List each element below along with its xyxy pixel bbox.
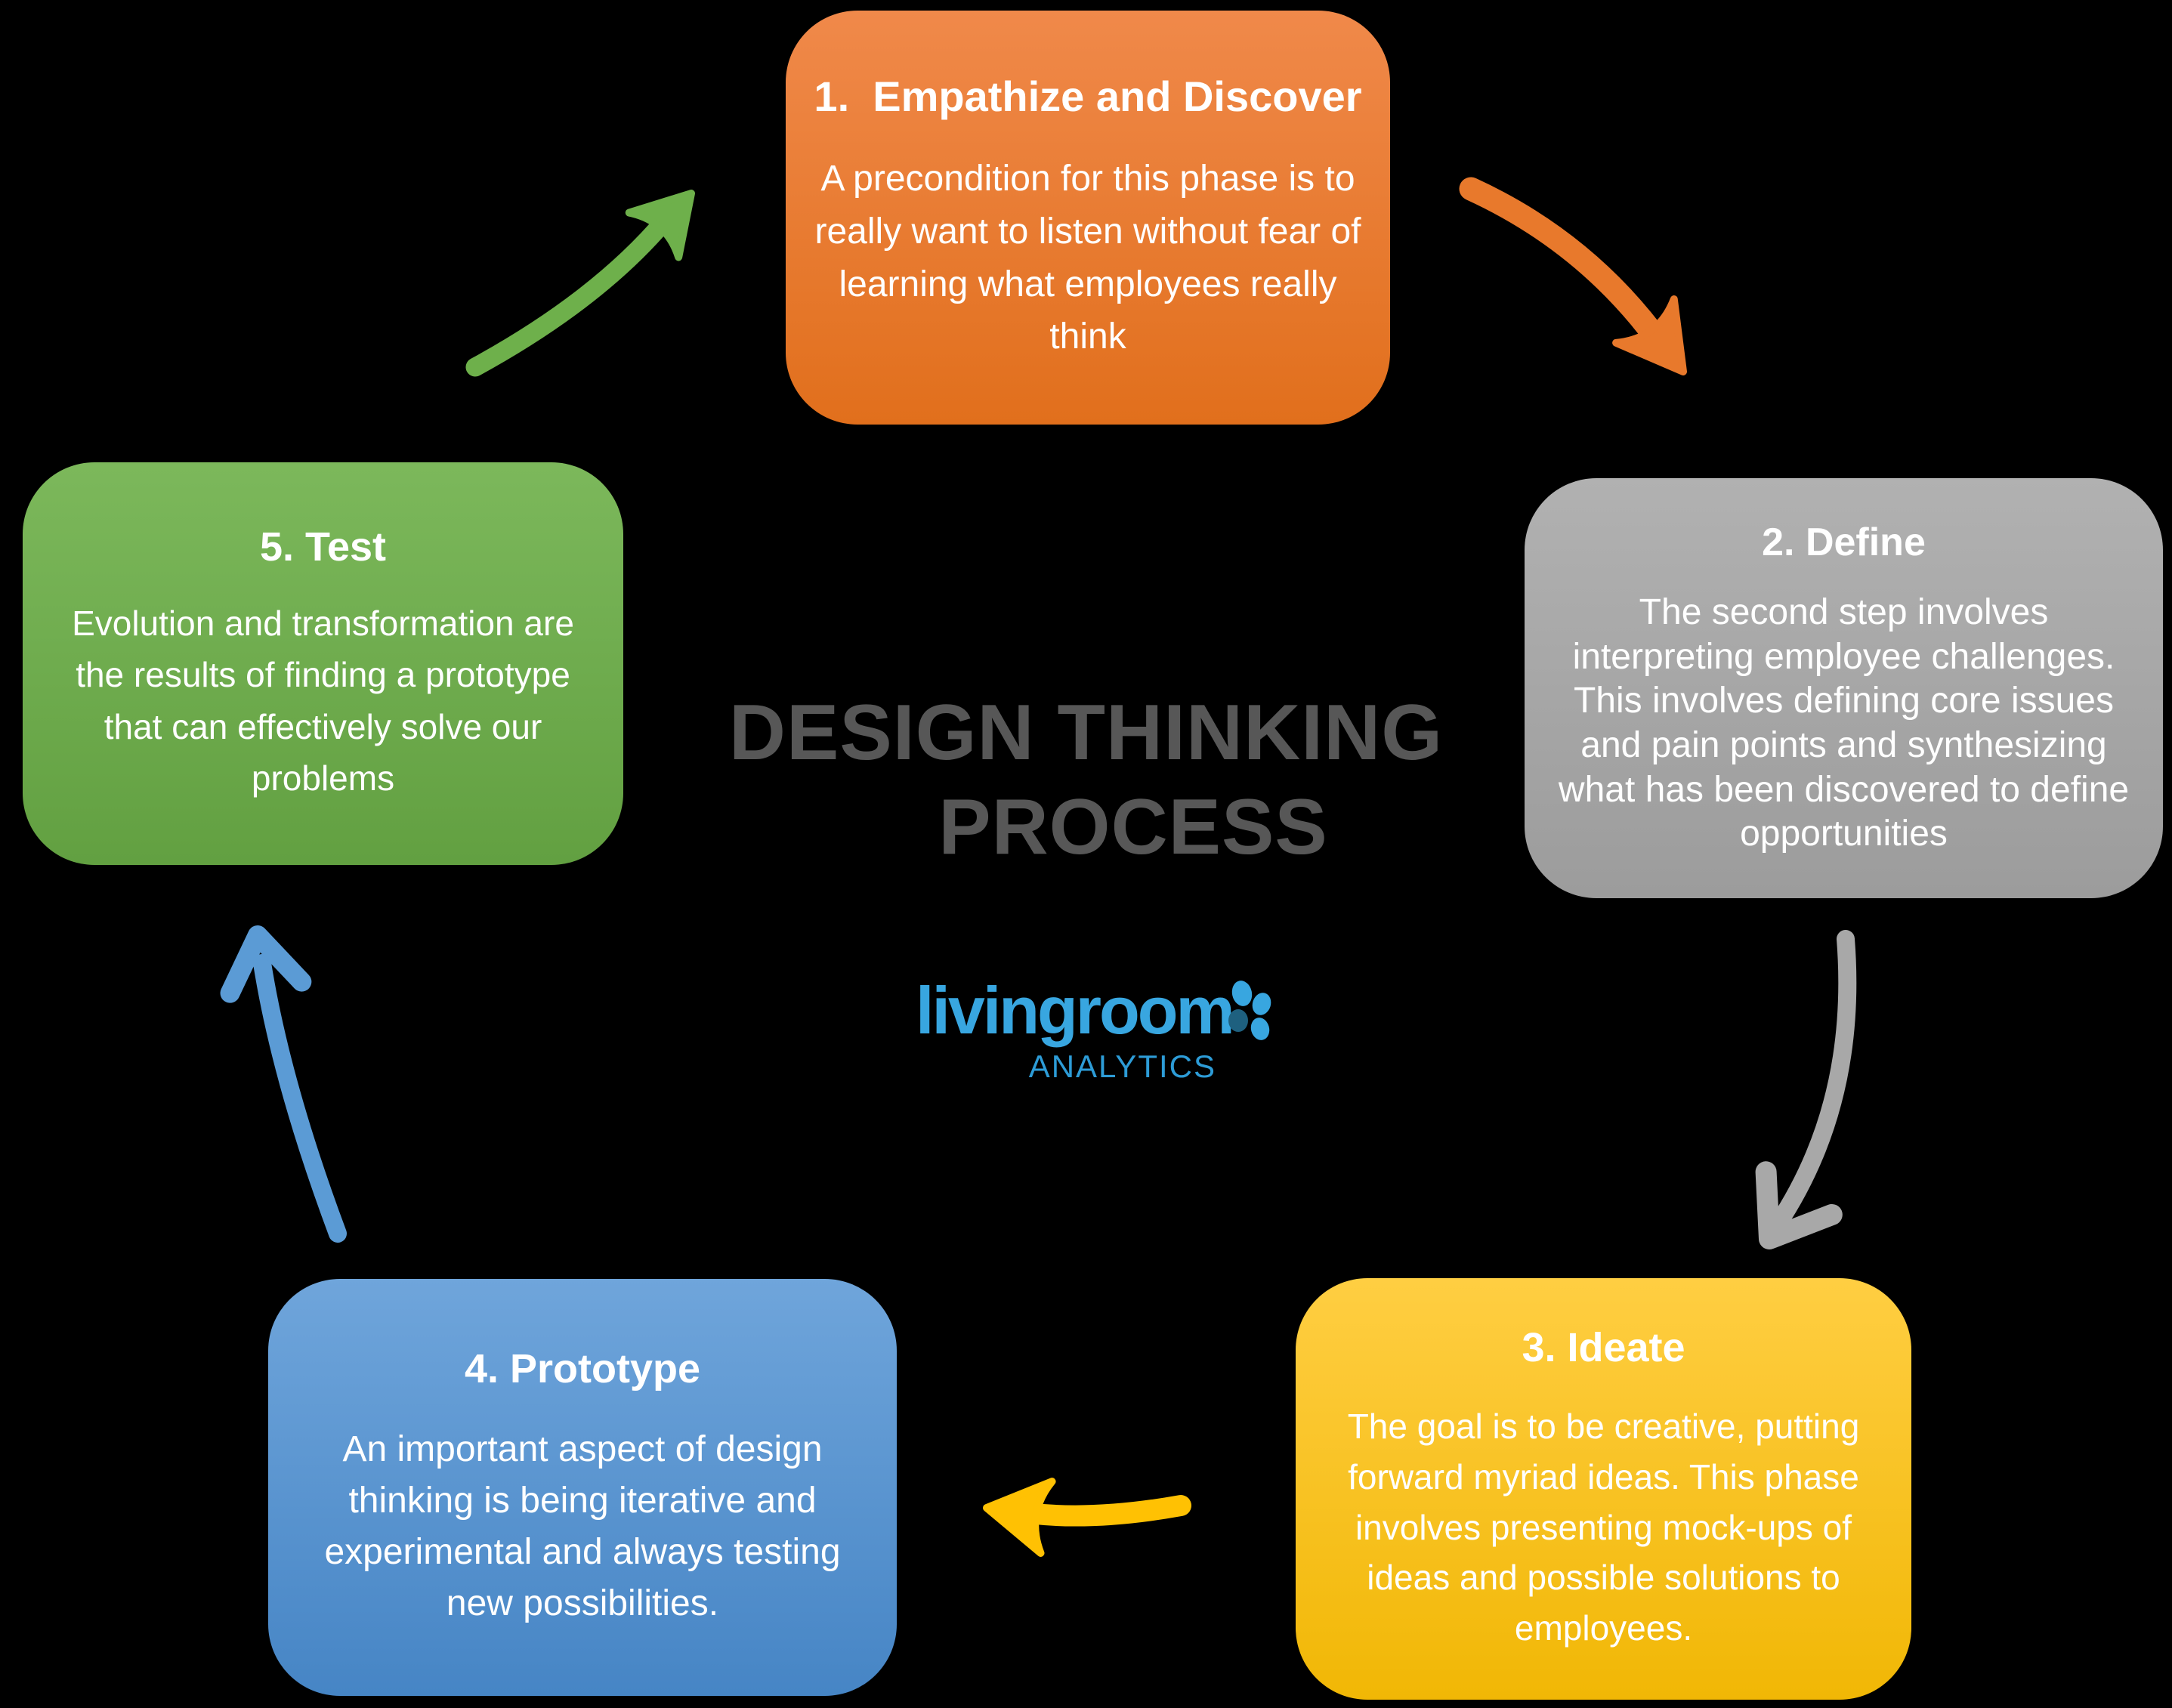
arrow-1-to-2-head <box>1612 295 1687 375</box>
step-5-description: Evolution and transformation are the res… <box>72 604 574 798</box>
logo-dot-left-dark <box>1228 1009 1248 1032</box>
arrow-3-to-4 <box>983 1478 1191 1557</box>
step-box-test: 5. Test Evolution and transformation are… <box>23 462 623 865</box>
step-box-ideate: 3. Ideate The goal is to be creative, pu… <box>1296 1278 1911 1700</box>
arrow-1-to-2-shaft <box>1459 177 1673 356</box>
arrow-4-to-5-shaft <box>253 954 347 1243</box>
step-1-heading: 1. Empathize and Discover <box>814 73 1362 121</box>
arrow-5-to-1-shaft <box>465 211 675 377</box>
step-5-heading: 5. Test <box>259 524 387 570</box>
arrow-1-to-2 <box>1459 177 1687 375</box>
arrow-2-to-3-head <box>1755 1161 1843 1249</box>
logo-dot-bottom-right <box>1250 1018 1270 1040</box>
step-box-prototype: 4. Prototype An important aspect of desi… <box>268 1279 897 1696</box>
step-4-heading: 4. Prototype <box>464 1345 701 1391</box>
title-line-1: DESIGN THINKING <box>728 689 1444 777</box>
step-box-define: 2. Define The second step involves inter… <box>1525 478 2163 898</box>
arrow-4-to-5 <box>220 925 347 1243</box>
step-4-description: An important aspect of design thinking i… <box>324 1428 841 1624</box>
step-2-description: The second step involves interpreting em… <box>1558 592 2130 854</box>
step-1-description: A precondition for this phase is to real… <box>814 159 1361 357</box>
logo-wordmark: livingroom <box>916 973 1235 1048</box>
step-3-description: The goal is to be creative, putting forw… <box>1347 1407 1860 1648</box>
logo-dot-top-left <box>1231 981 1253 1006</box>
arrow-5-to-1-head <box>625 190 695 261</box>
arrow-2-to-3-shaft <box>1768 930 1857 1234</box>
arrow-2-to-3 <box>1755 930 1857 1249</box>
logo-subtitle: ANALYTICS <box>1028 1049 1216 1084</box>
title-line-2: PROCESS <box>938 783 1328 871</box>
step-box-empathize: 1. Empathize and Discover A precondition… <box>786 11 1390 425</box>
diagram-title: DESIGN THINKING PROCESS <box>0 686 2172 875</box>
arrow-5-to-1 <box>465 190 695 377</box>
step-2-heading: 2. Define <box>1762 520 1926 565</box>
logo-dots-icon <box>1228 981 1271 1040</box>
arrow-4-to-5-head <box>220 925 312 1003</box>
arrow-3-to-4-head <box>983 1478 1056 1557</box>
logo-dot-top-right <box>1252 993 1271 1015</box>
step-3-heading: 3. Ideate <box>1522 1325 1685 1371</box>
